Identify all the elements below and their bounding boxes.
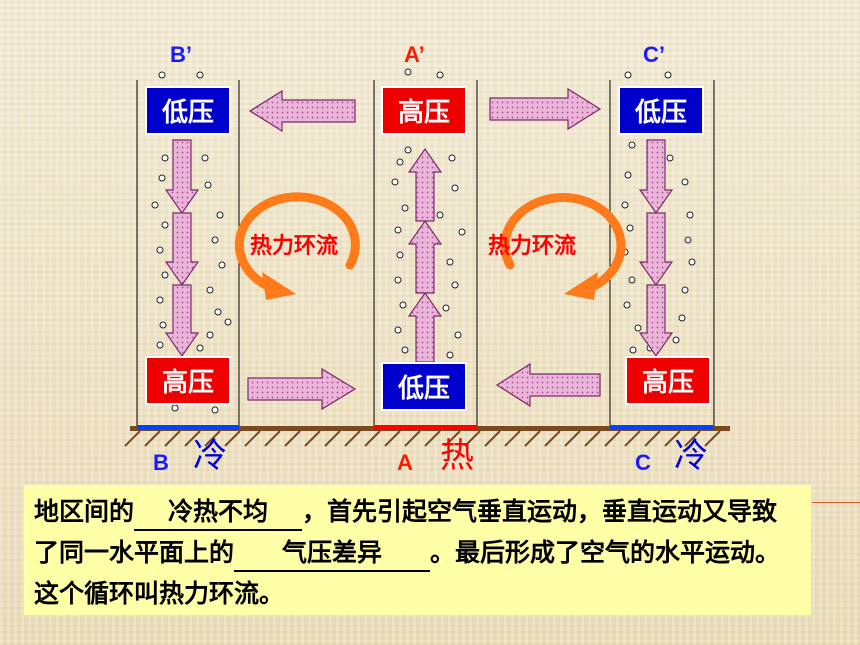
label-c-prime: C’ <box>643 42 665 67</box>
upper-flow-left-arrow <box>248 89 356 133</box>
pressure-a-top: 高压 <box>381 86 467 135</box>
label-a: A <box>397 450 413 475</box>
circulation-arrowheads <box>262 272 598 300</box>
surface-flow-right-arrow <box>247 367 357 411</box>
ground <box>124 425 730 447</box>
pressure-b-bottom: 高压 <box>145 356 231 405</box>
rising-air-arrows-a <box>407 147 443 363</box>
pressure-a-bottom: 低压 <box>381 362 467 411</box>
pressure-b-top: 低压 <box>145 86 231 135</box>
circulation-label-right: 热力环流 <box>488 234 577 259</box>
decorative-line <box>812 502 860 503</box>
temperature-a: 热 <box>440 436 474 476</box>
air-particles <box>151 68 696 414</box>
summary-blank-2: 气压差异 <box>234 536 431 572</box>
circulation-arrows <box>234 192 626 293</box>
left-circulation-arrow <box>234 192 360 293</box>
summary-text-box: 地区间的冷热不均，首先引起空气垂直运动，垂直运动又导致了同一水平面上的气压差异。… <box>24 485 811 615</box>
right-circulation-arrow <box>500 193 626 293</box>
circulation-label-left: 热力环流 <box>250 234 339 259</box>
summary-part2: ，首先引起空气垂直运动，垂直运动又导致了同一水平面上的 <box>34 497 778 567</box>
label-b: B <box>153 450 169 475</box>
label-b-prime: B’ <box>170 42 192 67</box>
sinking-air-arrows-c <box>638 139 674 358</box>
upper-flow-right-arrow <box>489 87 602 131</box>
label-a-prime: A’ <box>404 42 425 67</box>
column-walls <box>136 80 715 428</box>
horizontal-flow-arrows <box>247 87 602 411</box>
cold-surface-c <box>610 425 714 430</box>
temperature-b: 冷 <box>193 436 227 476</box>
sinking-air-arrows-b <box>164 139 200 358</box>
label-c: C <box>635 450 651 475</box>
surface-flow-left-arrow <box>495 362 601 408</box>
pressure-c-top: 低压 <box>618 86 704 135</box>
summary-blank-1: 冷热不均 <box>134 495 303 531</box>
summary-part1: 地区间的 <box>34 497 135 526</box>
temperature-c: 冷 <box>674 436 708 476</box>
cold-surface-b <box>137 425 239 430</box>
summary-part3: 。最后形成了空气的水平运动。这个循环叫热力环流。 <box>34 538 781 608</box>
hot-surface-a <box>374 425 477 430</box>
pressure-c-bottom: 高压 <box>625 356 711 405</box>
